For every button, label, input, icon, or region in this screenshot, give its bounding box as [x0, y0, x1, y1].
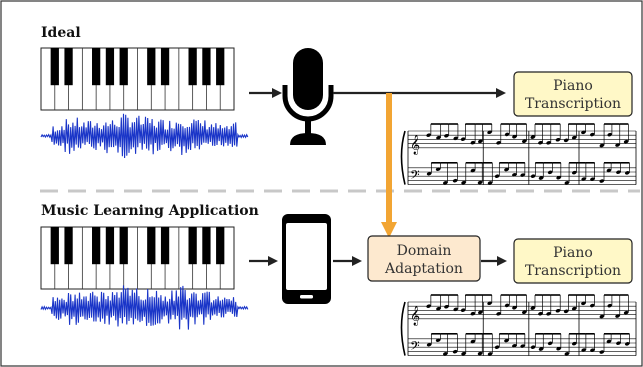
piano-transcription-box-bottom: Piano Transcription — [513, 238, 633, 284]
piano-keyboard-icon — [40, 47, 235, 111]
piano-transcription-box-top: Piano Transcription — [513, 71, 633, 117]
audio-waveform-icon — [40, 113, 249, 159]
microphone-icon — [282, 48, 334, 145]
piano-transcription-bottom-line2: Transcription — [525, 263, 621, 279]
domain-adaptation-line2: Adaptation — [384, 261, 463, 277]
domain-adaptation-line1: Domain — [397, 243, 452, 259]
svg-text:𝄢: 𝄢 — [410, 338, 420, 356]
audio-waveform-icon — [40, 285, 249, 330]
sheet-music-icon: 𝄞𝄢 — [400, 123, 637, 185]
piano-transcription-top-line2: Transcription — [525, 96, 621, 112]
svg-text:𝄞: 𝄞 — [410, 306, 420, 326]
ideal-label: Ideal — [41, 25, 81, 41]
piano-keyboard-icon — [40, 226, 235, 290]
music-learning-application-label: Music Learning Application — [41, 203, 259, 219]
smartphone-icon — [282, 214, 331, 304]
sheet-music-icon: 𝄞𝄢 — [400, 294, 637, 356]
svg-text:𝄞: 𝄞 — [410, 135, 420, 155]
svg-text:𝄢: 𝄢 — [410, 167, 420, 185]
piano-transcription-bottom-line1: Piano — [553, 245, 593, 261]
domain-adaptation-box: Domain Adaptation — [367, 235, 481, 282]
piano-transcription-top-line1: Piano — [553, 78, 593, 94]
